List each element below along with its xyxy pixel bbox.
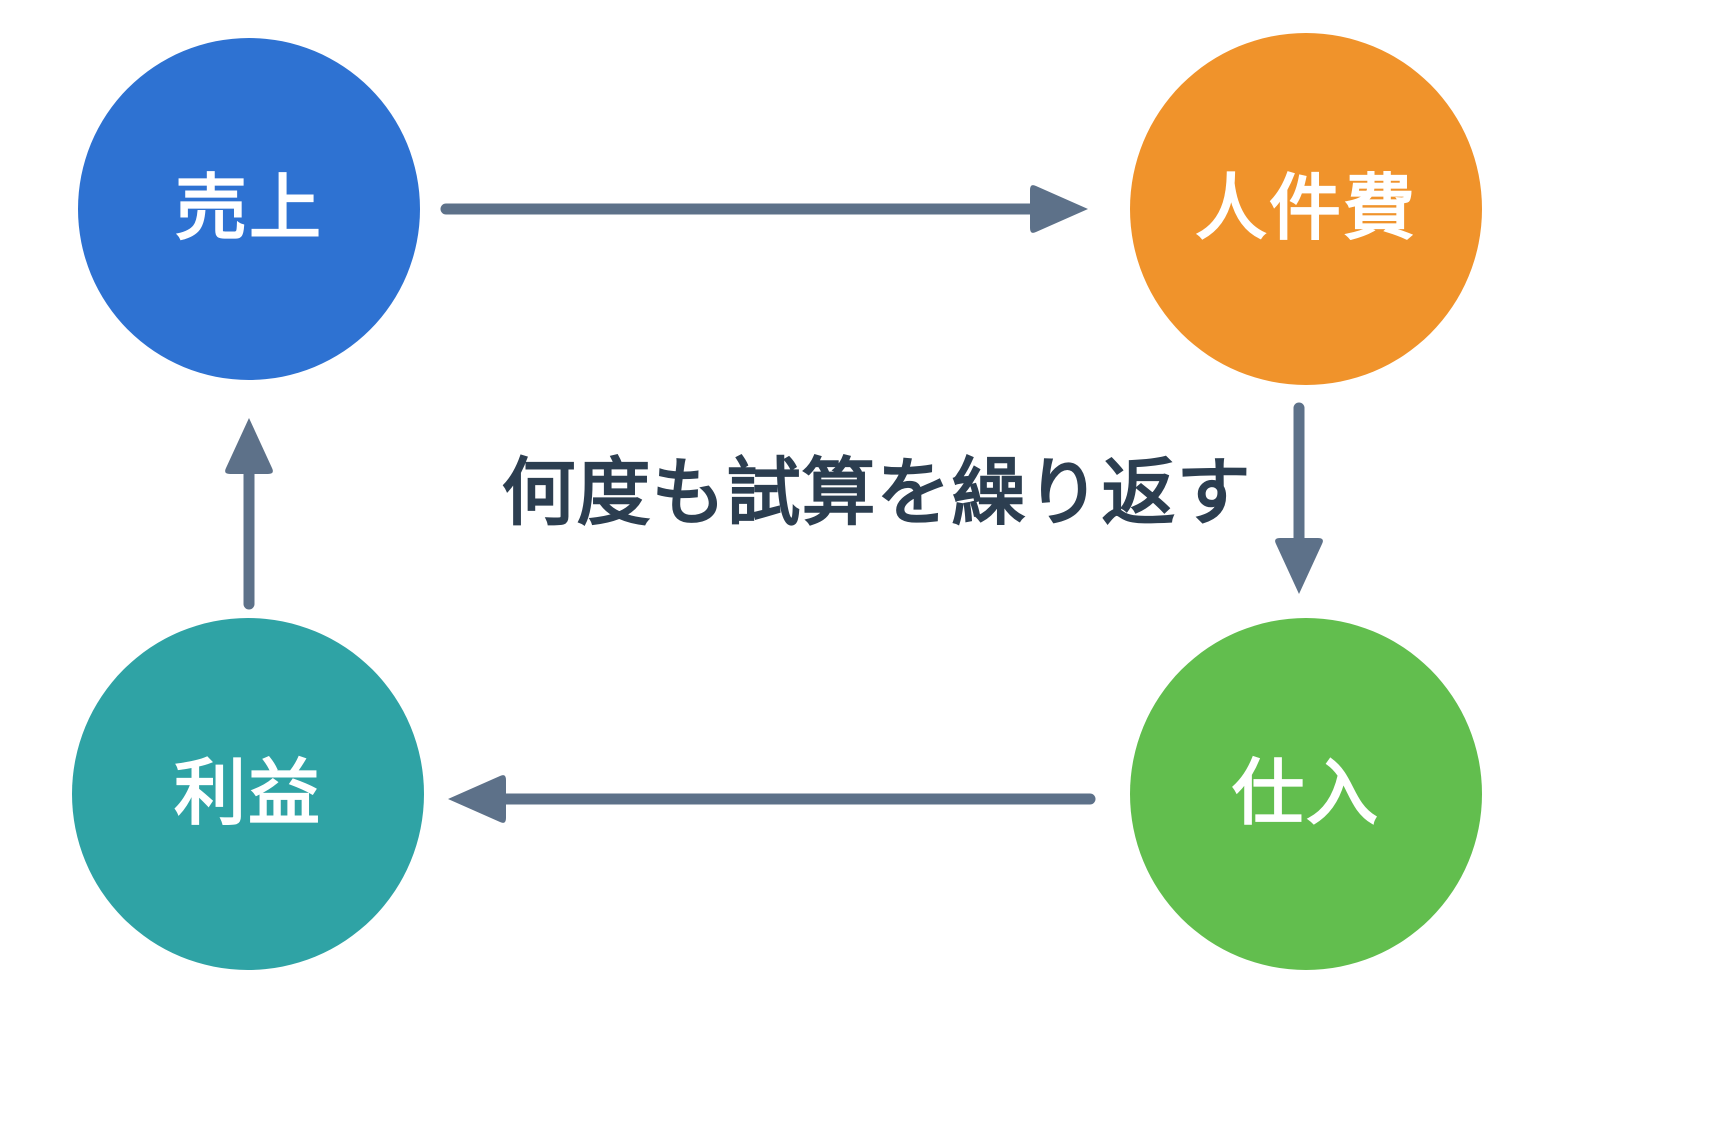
node-labor-cost-label: 人件費 [1194, 169, 1417, 249]
arrow-profit-to-sales [225, 418, 273, 610]
arrowhead-left-icon [448, 775, 506, 823]
arrowhead-up-icon [225, 418, 273, 474]
arrow-purchase-to-profit [448, 775, 1096, 823]
node-sales-label: 売上 [174, 169, 323, 249]
arrowhead-right-icon [1030, 185, 1088, 233]
node-labor-cost[interactable]: 人件費 [1130, 33, 1482, 385]
arrowhead-down-icon [1275, 538, 1323, 594]
node-sales[interactable]: 売上 [78, 38, 420, 380]
center-caption: 何度も試算を繰り返す [0, 451, 1735, 534]
node-purchase[interactable]: 仕入 [1130, 618, 1482, 970]
node-profit-label: 利益 [173, 754, 322, 834]
node-purchase-label: 仕入 [1231, 754, 1380, 834]
center-caption-text: 何度も試算を繰り返す [501, 451, 1252, 534]
arrow-sales-to-labor-cost [440, 185, 1088, 233]
arrow-labor-cost-to-purchase [1275, 402, 1323, 594]
node-profit[interactable]: 利益 [72, 618, 424, 970]
